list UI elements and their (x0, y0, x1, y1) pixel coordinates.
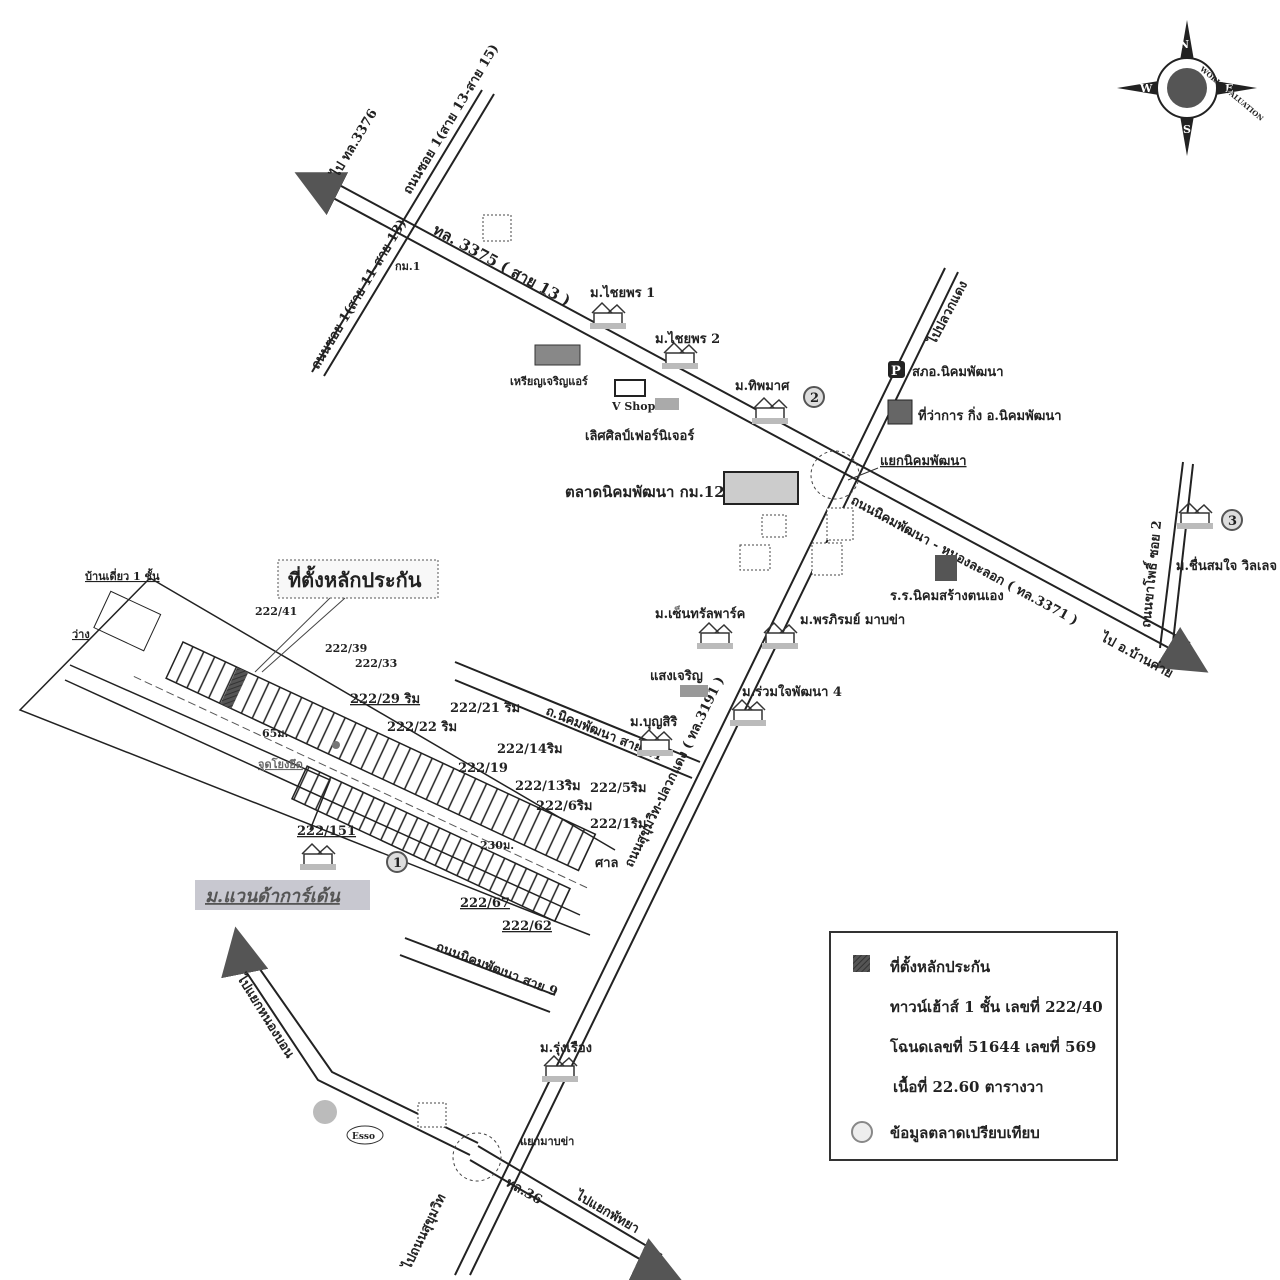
road-label-to3376: ไป ทล.3376 (326, 106, 381, 182)
lot-label: 222/19 (458, 761, 508, 776)
collateral-unit (220, 667, 249, 709)
comparable-marker-1: 1 (386, 851, 408, 873)
place-vshop: V Shop (611, 400, 656, 413)
legend: ที่ตั้งหลักประกัน ทาวน์เฮ้าส์ 1 ชั้น เลข… (829, 931, 1118, 1161)
esso-station-icon (346, 1125, 384, 1145)
esso-label: Esso (352, 1132, 375, 1142)
compass-north: N (1179, 38, 1189, 51)
compass-east: E (1225, 82, 1233, 95)
place-rungrueang: ม.รุ่งเรือง (540, 1040, 592, 1056)
place-wanda-garden: ม.แวนด้าการ์เด้น (205, 885, 341, 907)
lot-label: 222/1ริม (590, 817, 646, 832)
distance-65m-label: 65ม. (262, 727, 288, 740)
road-label-3371: ถนนนิคมพัฒนา - หนองละลอก ( ทล.3371 ) (848, 493, 1080, 628)
anchor-point-label: จุดโยงยึด (258, 757, 303, 772)
legend-description: ทาวน์เฮ้าส์ 1 ชั้น เลขที่ 222/40 (890, 995, 1103, 1016)
legend-comparable: ข้อมูลตลาดเปรียบเทียบ (890, 1124, 1040, 1143)
collateral-callout-text: ที่ตั้งหลักประกัน (288, 565, 422, 592)
bank-kbank-icon (739, 544, 771, 571)
bank-bbl-icon (811, 542, 843, 576)
bank-ktb-icon (826, 507, 854, 541)
bank-scb-icon (761, 514, 787, 538)
place-ruamjai: ม.ร่วมใจพัฒนา 4 (742, 683, 842, 700)
lot-label: 222/13ริม (515, 779, 581, 794)
svg-text:2: 2 (810, 391, 819, 406)
road-label-soi1-south: ถนนซอย 1(สาย 11-สาย 13) (309, 217, 411, 372)
lot-label: 222/22 ริม (387, 720, 457, 735)
place-central-park: ม.เซ็นทรัลพาร์ค (655, 604, 745, 622)
lot-label: 222/62 (502, 919, 552, 934)
compass-west: W (1139, 82, 1153, 95)
place-thipmat: ม.ทิพมาศ (735, 379, 790, 394)
compass-south: S (1183, 123, 1191, 136)
legend-deed: โฉนดเลขที่ 51644 เลขที่ 569 (889, 1036, 1096, 1056)
comparable-marker-3: 3 (1221, 509, 1243, 531)
market-icon (723, 471, 799, 505)
comparable-marker-2: 2 (803, 386, 825, 408)
bank-kbank-icon (482, 214, 512, 242)
place-saengcharoen: แสงเจริญ (650, 669, 703, 684)
lot-label: 222/33 (355, 657, 397, 670)
vacant-label: ว่าง (72, 628, 90, 641)
government-building-icon (887, 399, 913, 425)
place-charoen: เหรียญเจริญแอร์ (510, 375, 588, 388)
road-label-3191: ถนนสุขุมวิท-ปลวกแดง ( ทล.3191 ) (622, 674, 728, 869)
place-lertsilp: เลิศศิลป์เฟอร์นิเจอร์ (585, 428, 694, 444)
place-chaiyaporn2: ม.ไชยพร 2 (655, 330, 720, 347)
svg-text:3: 3 (1228, 514, 1237, 529)
road-label-to-bankhai: ไป อ.บ้านค่าย (1096, 628, 1176, 682)
legend-collateral: ที่ตั้งหลักประกัน (890, 955, 991, 976)
warehouse-icon (680, 685, 708, 697)
roads (221, 89, 1209, 1280)
place-chuensomjai: ม.ชื่นสมใจ วิลเลจ (1176, 556, 1277, 574)
svg-text:1: 1 (393, 856, 402, 871)
shop-icon (614, 379, 646, 397)
lot-label: 222/14ริม (497, 742, 563, 757)
lot-label: 222/5ริม (590, 781, 646, 796)
shrine-label: ศาล (595, 856, 619, 871)
lot-label: 222/39 (325, 642, 367, 655)
compass-rose-icon: N W E S WORLD VALUATION (1117, 20, 1266, 156)
collateral-callout (277, 559, 439, 599)
building-icon (534, 344, 581, 366)
road-label-to-sukhumvit: ไปถนนสุขุมวิท (397, 1191, 449, 1274)
road-label-khapho-soi2: ถนนขาโพธิ์ ซอย 2 (1135, 519, 1165, 628)
legend-area: เนื้อที่ 22.60 ตารางวา (893, 1075, 1044, 1096)
lot-label: 222/6ริม (536, 799, 592, 814)
detached-house-label: บ้านเดี่ยว 1 ชั้น (85, 568, 160, 583)
places: ม.ไชยพร 1 ม.ไชยพร 2 ม.ทิพมาศ เหรียญเจริญ… (195, 214, 1277, 1145)
parking-icon (888, 361, 905, 378)
lot-label: 222/21 ริม (450, 701, 520, 716)
parking-label: P (891, 364, 901, 379)
warehouse-icon (655, 398, 679, 410)
road-label-to-pattaya: ไปแยกพัทยา (571, 1186, 642, 1237)
lot-label: 222/29 ริม (350, 692, 420, 707)
shell-station-icon (313, 1100, 337, 1124)
place-pornpirom: ม.พรภิรมย์ มาบข่า (800, 612, 905, 628)
junction-mabkha-label: แยกมาบข่า (520, 1135, 574, 1148)
place-market: ตลาดนิคมพัฒนา กม.12 (565, 483, 725, 501)
wanda-label-bg (195, 880, 370, 910)
bank-kbank-icon (417, 1102, 447, 1128)
place-police: สภอ.นิคมพัฒนา (912, 365, 1004, 380)
junction-nikhom-label: แยกนิคมพัฒนา (880, 454, 967, 469)
collateral-swatch-icon (853, 955, 870, 972)
distance-230m-label: 230ม. (480, 839, 514, 852)
km1-marker-label: กม.1 (395, 260, 420, 273)
place-district-office: ที่ว่าการ กิ่ง อ.นิคมพัฒนา (918, 406, 1062, 424)
subject-site: ที่ตั้งหลักประกัน บ้านเดี่ยว 1 ชั้น ว่าง… (18, 559, 646, 936)
road-label-to-pluakdaeng: ไปปลวกแดง (923, 278, 972, 349)
road-label-soi1-north: ถนนซอย 1(สาย 13-สาย 15) (401, 42, 503, 197)
place-boonsiri: ม.บุญสิริ (630, 715, 677, 730)
place-chaiyaporn1: ม.ไชยพร 1 (590, 284, 655, 301)
place-school: ร.ร.นิคมสร้างตนเอง (890, 588, 1004, 604)
lot-label: 222/151 (297, 824, 356, 839)
road-label-to-nongbon: ไปแยกหนองบอน (233, 969, 299, 1061)
comparable-circle-icon (851, 1121, 873, 1143)
school-icon (935, 555, 957, 581)
road-label-hwy36: ทล.36 (503, 1175, 544, 1208)
lot-label: 222/67 (460, 896, 510, 911)
lot-label: 222/41 (255, 605, 297, 618)
